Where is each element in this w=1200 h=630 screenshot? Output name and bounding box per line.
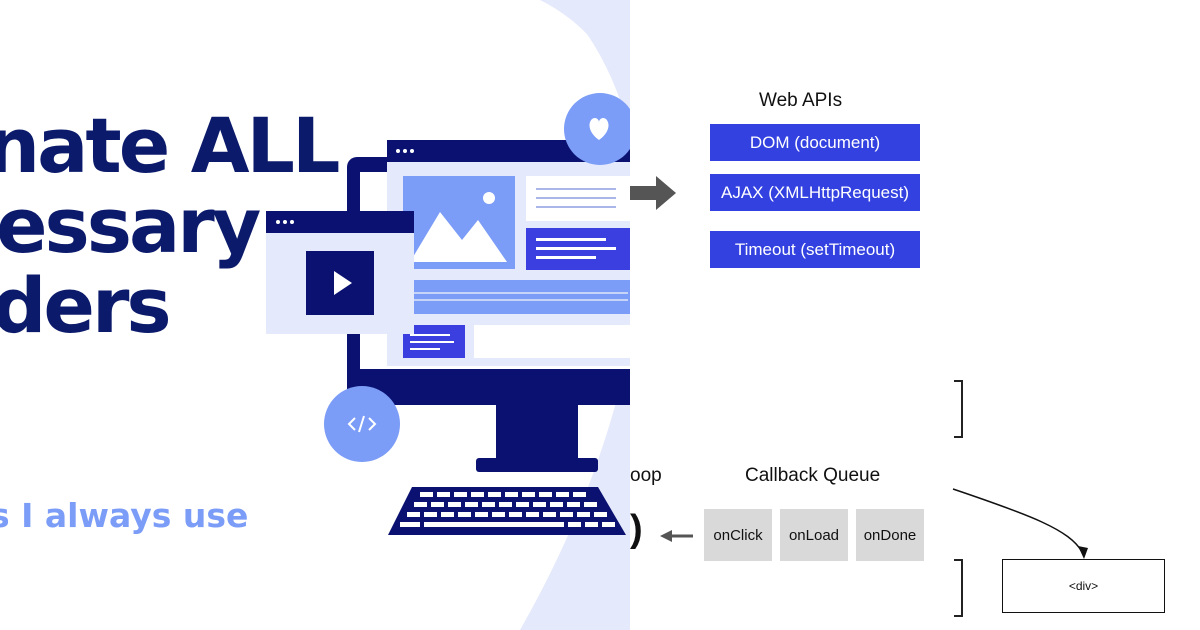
callback-ondone: onDone bbox=[856, 509, 924, 561]
promo-banner: nate ALL essary ders s I always use bbox=[0, 0, 630, 630]
video-window-titlebar bbox=[266, 211, 414, 233]
banner-background-shape bbox=[520, 0, 630, 630]
lower-bracket bbox=[954, 559, 963, 617]
headline-line-3: ders bbox=[0, 261, 172, 350]
event-loop-diagram: Web APIs DOM (document) AJAX (XMLHttpReq… bbox=[630, 0, 1200, 630]
heart-icon bbox=[564, 93, 630, 165]
div-box: <div> bbox=[1002, 559, 1165, 613]
event-loop-label: oop bbox=[630, 465, 662, 486]
computer-illustration bbox=[347, 140, 630, 535]
play-icon bbox=[306, 251, 374, 315]
web-api-timeout: Timeout (setTimeout) bbox=[710, 231, 920, 268]
video-window bbox=[266, 211, 414, 334]
web-api-dom: DOM (document) bbox=[710, 124, 920, 161]
code-icon bbox=[324, 386, 400, 462]
callback-queue-title: Callback Queue bbox=[745, 465, 881, 486]
subline-text: s I always use bbox=[0, 496, 249, 535]
upper-bracket bbox=[954, 380, 963, 438]
arrow-to-div bbox=[952, 488, 1083, 553]
headline-line-2: essary bbox=[0, 181, 261, 270]
diagram-arrows bbox=[630, 176, 1088, 559]
web-apis-title: Web APIs bbox=[759, 90, 843, 111]
div-box-label: <div> bbox=[1068, 579, 1099, 593]
event-loop-symbol: ) bbox=[630, 508, 643, 550]
arrow-to-web-apis bbox=[630, 176, 676, 210]
web-api-ajax: AJAX (XMLHttpRequest) bbox=[710, 174, 920, 211]
callback-onload: onLoad bbox=[780, 509, 848, 561]
callback-onclick: onClick bbox=[704, 509, 772, 561]
headline-line-1: nate ALL bbox=[0, 101, 340, 190]
